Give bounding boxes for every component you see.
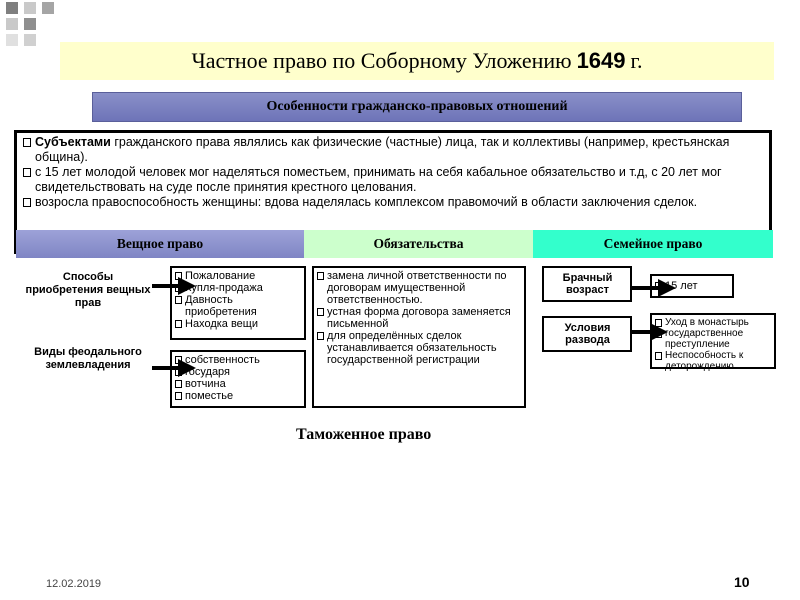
list-item: Пожалование xyxy=(175,270,302,282)
obligations-box: замена личной ответственности по договор… xyxy=(312,266,526,408)
footer-date: 12.02.2019 xyxy=(46,578,102,590)
square-bullet-icon xyxy=(317,308,324,316)
square-bullet-icon xyxy=(175,380,182,388)
square-bullet-icon xyxy=(317,332,324,340)
list-item: замена личной ответственности по договор… xyxy=(317,270,522,306)
subjects-item-text: с 15 лет молодой человек мог наделяться … xyxy=(35,165,722,194)
subjects-item: с 15 лет молодой человек мог наделяться … xyxy=(23,165,763,195)
list-item: государственное преступление xyxy=(655,328,772,350)
square-bullet-icon xyxy=(23,168,31,177)
divorce-box: Условия развода xyxy=(542,316,632,352)
square-bullet-icon xyxy=(317,272,324,280)
title-year: 1649 xyxy=(576,48,626,73)
acquisition-label: Способы приобретения вещных прав xyxy=(25,271,151,309)
page-number: 10 xyxy=(734,574,750,590)
square-bullet-icon xyxy=(23,138,31,147)
list-item-text: государя xyxy=(185,366,231,378)
list-item-text: замена личной ответственности по договор… xyxy=(327,270,507,306)
marriage-age-value-box: 15 лет xyxy=(650,274,734,298)
features-header: Особенности гражданско-правовых отношени… xyxy=(92,92,742,122)
list-item: вотчина xyxy=(175,378,302,390)
list-item-text: Находка вещи xyxy=(185,318,258,330)
customs-law-heading: Таможенное право xyxy=(296,426,432,443)
acquisition-box: Пожалование Купля-продажа Давность приоб… xyxy=(170,266,306,340)
list-item: Уход в монастырь xyxy=(655,317,772,328)
landholding-label: Виды феодального землевладения xyxy=(34,346,142,371)
list-item-text: государственное преступление xyxy=(665,328,744,350)
title-suffix: г. xyxy=(630,48,643,73)
list-item-text: Неспособность к деторождению xyxy=(665,350,744,372)
list-item-text: Купля-продажа xyxy=(185,282,263,294)
list-item: для определённых сделок устанавливается … xyxy=(317,330,522,366)
column-header-property: Вещное право xyxy=(16,230,304,258)
square-bullet-icon xyxy=(175,284,182,292)
list-item: Неспособность к деторождению xyxy=(655,350,772,372)
square-bullet-icon xyxy=(175,296,182,304)
list-item: государя xyxy=(175,366,302,378)
list-item: собственность xyxy=(175,354,302,366)
square-bullet-icon xyxy=(655,330,662,338)
square-bullet-icon xyxy=(175,356,182,364)
square-bullet-icon xyxy=(655,282,662,290)
square-bullet-icon xyxy=(655,319,662,327)
list-item: Купля-продажа xyxy=(175,282,302,294)
list-item-text: вотчина xyxy=(185,378,226,390)
list-item: Давность приобретения xyxy=(175,294,302,318)
landholding-box: собственность государя вотчина поместье xyxy=(170,350,306,408)
square-bullet-icon xyxy=(175,320,182,328)
list-item-text: Уход в монастырь xyxy=(665,317,749,328)
marriage-age-box: Брачный возраст xyxy=(542,266,632,302)
marriage-age-value: 15 лет xyxy=(665,280,698,292)
square-bullet-icon xyxy=(23,198,31,207)
subjects-item-text: возросла правоспособность женщины: вдова… xyxy=(35,195,698,209)
list-item-text: Давность приобретения xyxy=(185,294,257,318)
list-item: Находка вещи xyxy=(175,318,302,330)
divorce-conditions-box: Уход в монастырь государственное преступ… xyxy=(650,313,776,372)
list-item-text: Пожалование xyxy=(185,270,256,282)
decorative-squares xyxy=(6,2,54,46)
subjects-item: Субъектами гражданского права являлись к… xyxy=(23,135,763,165)
square-bullet-icon xyxy=(175,272,182,280)
list-item: устная форма договора заменяется письмен… xyxy=(317,306,522,330)
list-item: 15 лет xyxy=(655,280,730,292)
column-header-obligations: Обязательства xyxy=(304,230,533,258)
square-bullet-icon xyxy=(655,352,662,360)
list-item: поместье xyxy=(175,390,302,402)
marriage-age-label: Брачный возраст xyxy=(562,272,613,296)
subjects-item-bold: Субъектами xyxy=(35,135,111,149)
divorce-label: Условия развода xyxy=(564,322,611,346)
list-item-text: для определённых сделок устанавливается … xyxy=(327,330,497,366)
subjects-item: возросла правоспособность женщины: вдова… xyxy=(23,195,763,210)
list-item-text: собственность xyxy=(185,354,260,366)
list-item-text: поместье xyxy=(185,390,234,402)
title-text: Частное право по Соборному Уложению xyxy=(191,48,572,73)
slide-title: Частное право по Соборному Уложению 1649… xyxy=(60,42,774,80)
list-item-text: устная форма договора заменяется письмен… xyxy=(327,306,511,330)
subjects-item-text: гражданского права являлись как физическ… xyxy=(35,135,730,164)
column-header-family: Семейное право xyxy=(533,230,773,258)
square-bullet-icon xyxy=(175,392,182,400)
square-bullet-icon xyxy=(175,368,182,376)
